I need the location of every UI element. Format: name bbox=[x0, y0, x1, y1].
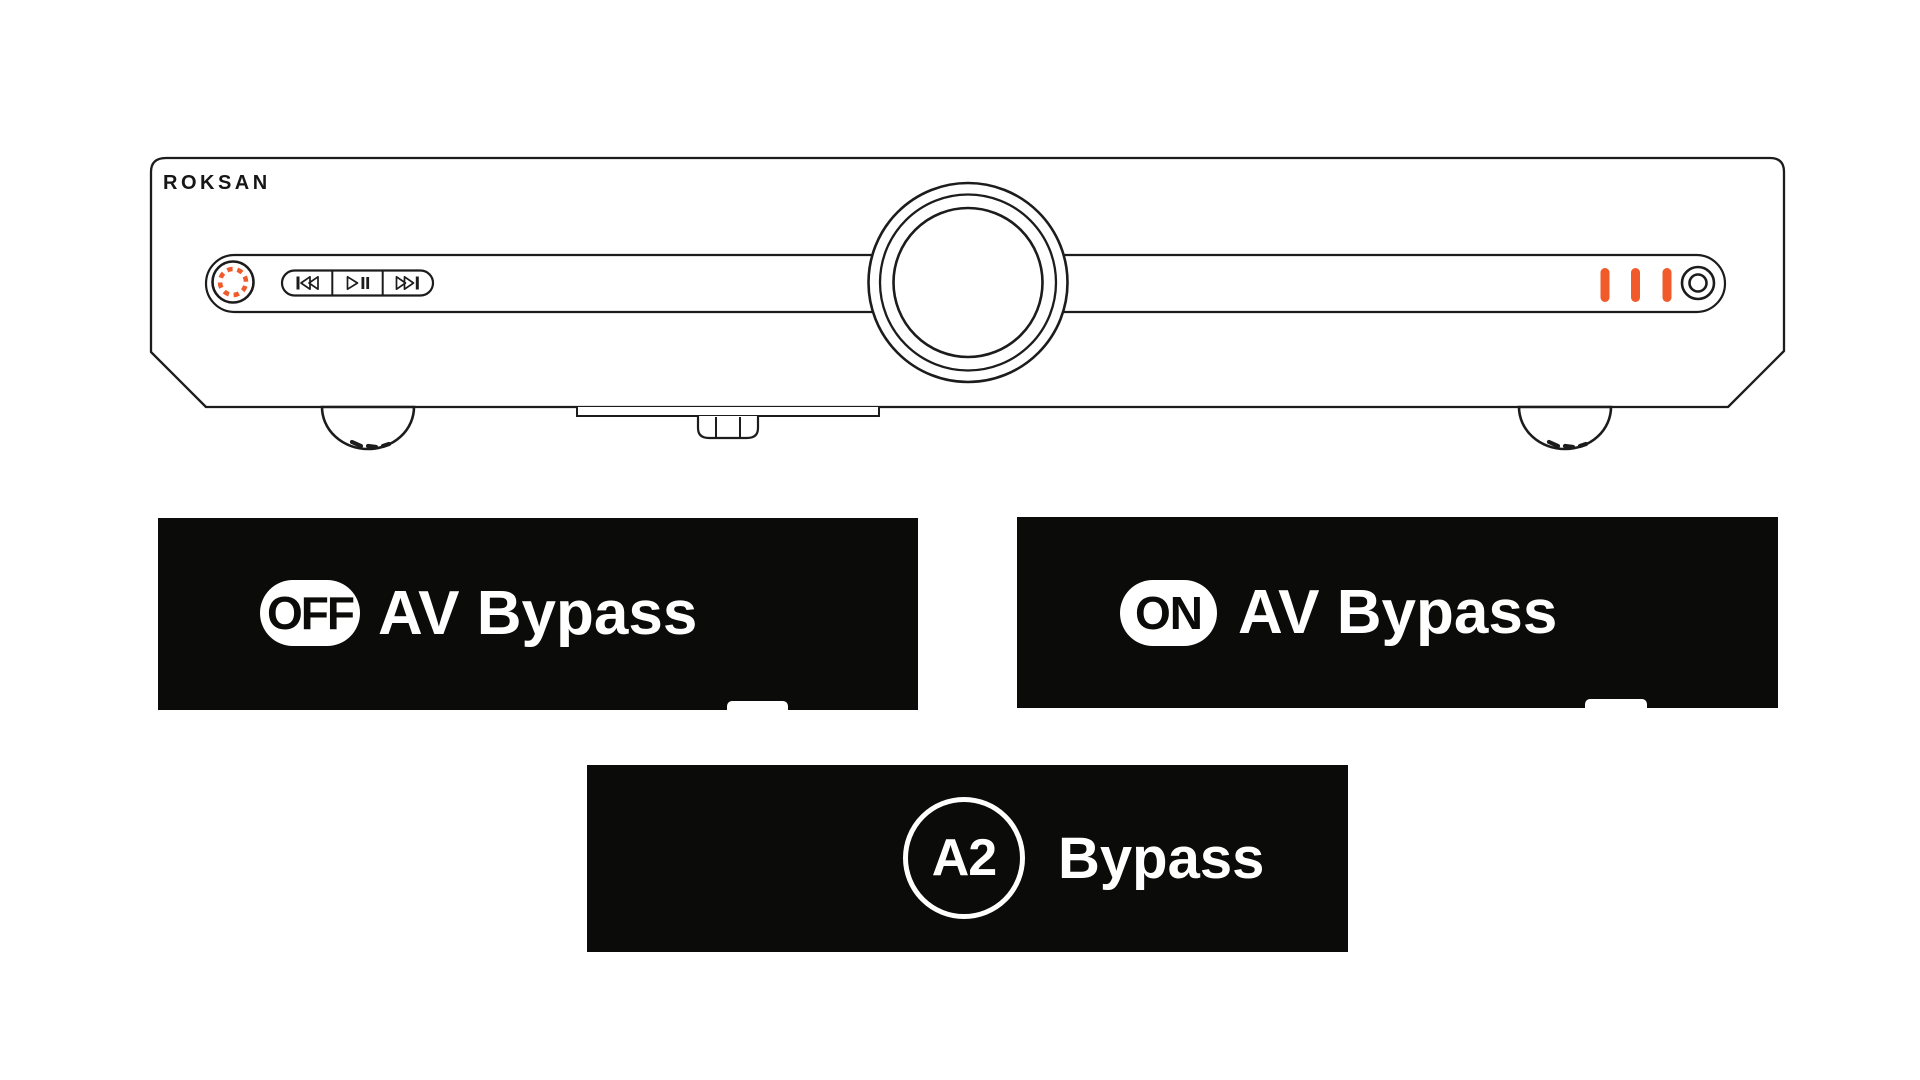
next-track-button[interactable] bbox=[395, 275, 419, 291]
left-foot-marks bbox=[349, 439, 392, 450]
panel-label-bypass: Bypass bbox=[1058, 825, 1265, 891]
power-button[interactable] bbox=[211, 260, 255, 304]
play-pause-icon bbox=[346, 275, 359, 291]
right-foot-marks bbox=[1546, 439, 1589, 450]
status-badge-on: ON bbox=[1120, 580, 1217, 646]
bottom-plate bbox=[576, 407, 880, 417]
bottom-nut bbox=[696, 416, 760, 440]
volume-knob[interactable] bbox=[867, 181, 1069, 384]
transport-dividers bbox=[331, 270, 384, 296]
input-badge-a2: A2 bbox=[903, 797, 1025, 919]
bottom-nut-facets bbox=[715, 417, 741, 437]
brand-logo: ROKSAN bbox=[163, 172, 271, 194]
right-foot bbox=[1517, 405, 1613, 451]
display-panel-av-bypass-on: ON AV Bypass bbox=[1017, 517, 1778, 708]
previous-track-button[interactable] bbox=[296, 275, 319, 291]
play-pause-button[interactable] bbox=[346, 275, 370, 291]
transport-button-group bbox=[280, 269, 435, 297]
led-bars-icon bbox=[1600, 268, 1672, 302]
standby-button[interactable] bbox=[1680, 265, 1716, 301]
amplifier-front-panel-illustration: ROKSAN bbox=[149, 156, 1786, 451]
display-tab-marker bbox=[1585, 699, 1647, 708]
panel-label-av-bypass: AV Bypass bbox=[378, 579, 698, 648]
display-panel-av-bypass-off: OFF AV Bypass bbox=[158, 518, 918, 710]
panel-label-av-bypass: AV Bypass bbox=[1238, 577, 1558, 647]
power-spinner-icon bbox=[217, 266, 249, 298]
next-track-icon bbox=[395, 275, 415, 291]
display-tab-marker bbox=[727, 701, 788, 710]
previous-track-icon bbox=[296, 276, 300, 290]
status-badge-off: OFF bbox=[260, 580, 360, 646]
display-panel-a2-bypass: A2 Bypass bbox=[587, 765, 1348, 952]
left-foot bbox=[320, 405, 416, 451]
power-button-ring bbox=[211, 260, 255, 304]
